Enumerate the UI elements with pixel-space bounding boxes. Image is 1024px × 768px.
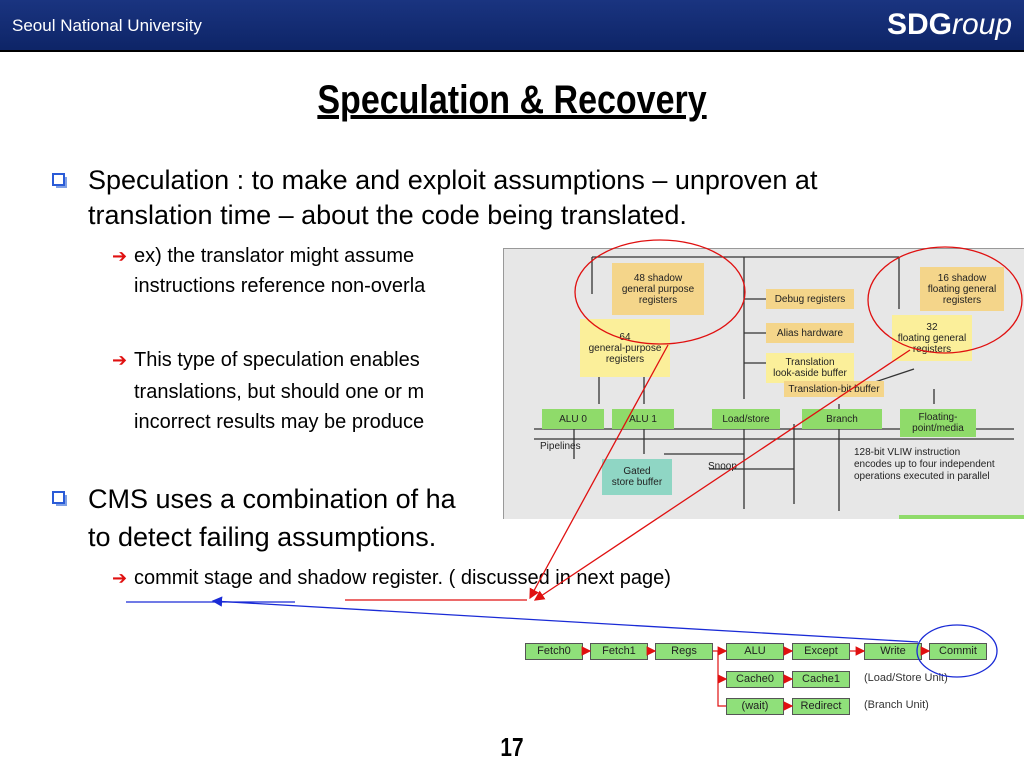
alias-hardware-box: Alias hardware	[766, 323, 854, 343]
brand-bold: SDG	[886, 8, 952, 41]
alu0-box: ALU 0	[542, 409, 604, 429]
bullet-1-line-1: Speculation : to make and exploit assump…	[88, 165, 818, 195]
brand-logo: SDGroup	[887, 8, 1012, 42]
stage-wait: (wait)	[726, 698, 784, 715]
stage-alu: ALU	[726, 643, 784, 660]
stage-fetch1: Fetch1	[590, 643, 648, 660]
alu1-box: ALU 1	[612, 409, 674, 429]
stage-except: Except	[792, 643, 850, 660]
gpr-box: 64 general-purpose registers	[580, 319, 670, 377]
snoop-label: Snoop	[708, 461, 737, 472]
shadow-gpr-box: 48 shadow general purpose registers	[612, 263, 704, 315]
branch-box: Branch	[802, 409, 882, 429]
stage-redirect: Redirect	[792, 698, 850, 715]
header-divider	[0, 50, 1024, 52]
load-store-unit-label: (Load/Store Unit)	[864, 672, 948, 684]
tlb-box: Translation look-aside buffer	[766, 353, 854, 383]
architecture-diagram: 48 shadow general purpose registers 64 g…	[503, 248, 1024, 519]
sub-bullet-1-line-1: ex) the translator might assume	[134, 245, 415, 267]
shadow-fp-box: 16 shadow floating general registers	[920, 267, 1004, 311]
stage-cache0: Cache0	[726, 671, 784, 688]
gated-store-buffer-box: Gated store buffer	[602, 459, 672, 495]
sub-bullet-2-line-1: This type of speculation enables	[134, 349, 420, 371]
university-name: Seoul National University	[12, 16, 202, 35]
diagram-edge-strip	[899, 515, 1024, 519]
sub-bullet-2-line-3: incorrect results may be produce	[134, 411, 425, 433]
stage-cache1: Cache1	[792, 671, 850, 688]
bullet-1-line-2: translation time – about the code being …	[88, 200, 687, 230]
sub-bullet-2-line-2: translations, but should one or m	[134, 381, 425, 403]
branch-unit-label: (Branch Unit)	[864, 699, 929, 711]
stage-fetch0: Fetch0	[525, 643, 583, 660]
fp-media-box: Floating- point/media	[900, 409, 976, 437]
stage-write: Write	[864, 643, 922, 660]
debug-registers-box: Debug registers	[766, 289, 854, 309]
translation-bit-buffer-box: Translation-bit buffer	[784, 381, 884, 397]
stage-commit: Commit	[929, 643, 987, 660]
fpr-box: 32 floating general registers	[892, 315, 972, 361]
vliw-note: 128-bit VLIW instruction encodes up to f…	[854, 447, 995, 482]
page-number: 17	[500, 732, 524, 762]
arrow-bullet-icon: ➔	[112, 246, 128, 267]
brand-italic: roup	[951, 8, 1012, 41]
stage-regs: Regs	[655, 643, 713, 660]
bullet-box-icon	[52, 173, 67, 188]
sub-bullet-1-line-2: instructions reference non-overla	[134, 275, 426, 297]
pipelines-label: Pipelines	[540, 441, 581, 452]
slide-title: Speculation & Recovery	[317, 78, 707, 122]
bullet-2-line-1: CMS uses a combination of ha	[88, 484, 456, 514]
bullet-2-line-2: to detect failing assumptions.	[88, 522, 437, 552]
arrow-bullet-icon: ➔	[112, 350, 128, 371]
load-store-box: Load/store	[712, 409, 780, 429]
slide-header: Seoul National University SDGroup	[0, 0, 1024, 52]
sub-bullet-3-line-1: commit stage and shadow register. ( disc…	[134, 567, 671, 589]
bullet-box-icon	[52, 491, 67, 506]
arrow-bullet-icon: ➔	[112, 568, 128, 589]
